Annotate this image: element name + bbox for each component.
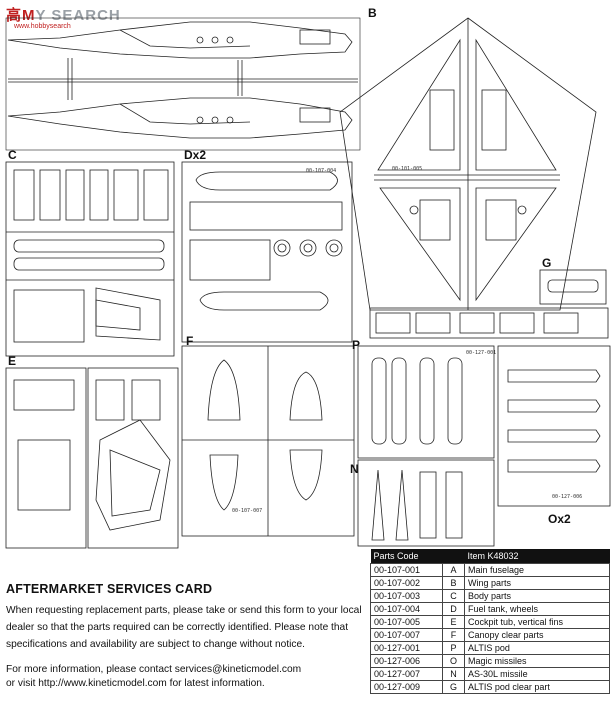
sprue-tag-b: 00-101-005 — [392, 166, 423, 172]
row-item: Magic missiles — [464, 654, 610, 668]
sprue-a-fuselage — [5, 17, 361, 151]
sprue-o-magic — [497, 345, 611, 507]
service-contact-email: For more information, please contact ser… — [6, 664, 302, 675]
row-code: 00-127-007 — [370, 667, 443, 681]
logo-text: 高MY SEARCH — [6, 7, 121, 24]
sprue-label-n: N — [350, 462, 359, 476]
row-item: Wing parts — [464, 576, 610, 590]
row-item: Body parts — [464, 589, 610, 603]
service-title: AFTERMARKET SERVICES CARD — [6, 582, 213, 596]
row-letter: E — [442, 615, 465, 629]
sprue-p-altis — [357, 345, 495, 459]
sprue-n-missile — [357, 459, 495, 547]
row-code: 00-107-002 — [370, 576, 443, 590]
sprue-c-body — [5, 161, 175, 357]
sprue-label-c: C — [8, 148, 17, 162]
sprue-f-canopy — [181, 345, 355, 537]
sprue-g-clear — [369, 269, 609, 339]
aftermarket-services-card: AFTERMARKET SERVICES CARD When requestin… — [6, 582, 362, 691]
row-letter: D — [442, 602, 465, 616]
header-item: Item K48032 — [464, 549, 610, 564]
row-item: AS-30L missile — [464, 667, 610, 681]
sprue-tag-o: 00-127-006 — [552, 494, 583, 500]
header-parts-code: Parts Code — [370, 549, 465, 564]
sprue-label-ox2: Ox2 — [548, 512, 571, 526]
sprue-b-wings — [339, 17, 597, 311]
hobbysearch-logo: 高MY SEARCH www.hobbysearch — [4, 2, 184, 34]
row-item: Canopy clear parts — [464, 628, 610, 642]
row-code: 00-107-001 — [370, 563, 443, 577]
row-code: 00-107-007 — [370, 628, 443, 642]
sprue-e-cockpit — [5, 367, 179, 549]
row-item: Fuel tank, wheels — [464, 602, 610, 616]
service-contact-web: or visit http://www.kineticmodel.com for… — [6, 678, 265, 689]
sprue-d-tanks — [181, 161, 353, 343]
row-code: 00-127-009 — [370, 680, 443, 694]
row-code: 00-107-005 — [370, 615, 443, 629]
row-letter: A — [442, 563, 465, 577]
row-item: ALTIS pod clear part — [464, 680, 610, 694]
sprue-label-g: G — [542, 256, 552, 270]
row-code: 00-127-006 — [370, 654, 443, 668]
row-letter: O — [442, 654, 465, 668]
row-code: 00-127-001 — [370, 641, 443, 655]
sprue-label-b: B — [368, 6, 377, 20]
sprue-label-dx2: Dx2 — [184, 148, 207, 162]
sprue-tag-p: 00-127-001 — [466, 350, 497, 356]
sprue-label-e: E — [8, 354, 17, 368]
row-letter: F — [442, 628, 465, 642]
row-item: ALTIS pod — [464, 641, 610, 655]
row-code: 00-107-003 — [370, 589, 443, 603]
parts-table-header: Parts Code Item K48032 — [370, 549, 610, 564]
sprue-label-p: P — [352, 338, 361, 352]
service-body: When requesting replacement parts, pleas… — [6, 605, 362, 650]
row-item: Cockpit tub, vertical fins — [464, 615, 610, 629]
row-letter: G — [442, 680, 465, 694]
logo-url: www.hobbysearch — [14, 23, 71, 30]
row-letter: C — [442, 589, 465, 603]
service-contact: For more information, please contact ser… — [6, 663, 362, 691]
row-letter: B — [442, 576, 465, 590]
row-letter: P — [442, 641, 465, 655]
sprue-tag-f: 00-107-007 — [232, 508, 263, 514]
sprue-tag-dx2: 00-107-004 — [306, 168, 337, 174]
row-item: Main fuselage — [464, 563, 610, 577]
row-letter: N — [442, 667, 465, 681]
sprue-label-f: F — [186, 334, 194, 348]
row-code: 00-107-004 — [370, 602, 443, 616]
